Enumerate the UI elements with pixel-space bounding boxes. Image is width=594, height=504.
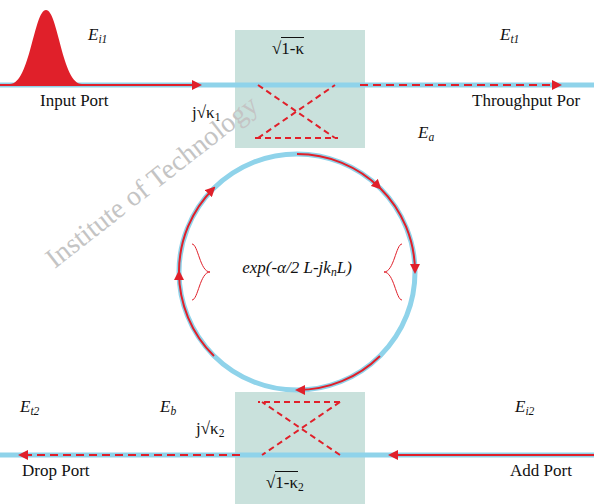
coupling-path: [258, 401, 340, 403]
port-label: Input Port: [40, 92, 108, 111]
port-label: Throughput Por: [472, 92, 580, 111]
input-pulse: [10, 10, 82, 84]
ring-waveguide: [179, 154, 415, 390]
port-label: Add Port: [510, 462, 572, 481]
field-label: Ei2: [515, 398, 534, 419]
coupling-path: [255, 137, 338, 139]
signal-arrow: [360, 84, 560, 86]
coefficient-label: √1-κ2: [266, 474, 304, 495]
coupling-cross: [258, 85, 335, 138]
signal-arrow: [0, 84, 200, 86]
ring-pulse: [192, 244, 210, 300]
field-label: Ei1: [88, 26, 107, 47]
bus-waveguide: [0, 453, 594, 458]
ring-signal: [380, 188, 415, 272]
field-label: Et2: [20, 398, 39, 419]
signal-arrow: [20, 454, 240, 456]
field-label: Et1: [500, 26, 519, 47]
ring-signal: [297, 356, 380, 390]
coefficient-label: j√κ2: [196, 420, 224, 441]
bus-waveguide: [0, 83, 594, 88]
ring-node: exp(-α/2 L-jknL): [179, 154, 415, 390]
coupling-cross: [262, 402, 340, 455]
coupler-region: [235, 30, 365, 148]
field-label: Eb: [160, 398, 176, 419]
field-label: Ea: [418, 124, 434, 145]
ring-signal: [179, 188, 214, 272]
coefficient-label: √1-κ: [272, 40, 304, 59]
propagation-term: exp(-α/2 L-jknL): [242, 259, 352, 280]
signal-arrow: [390, 454, 594, 456]
ring-signal: [179, 272, 214, 356]
port-label: Drop Port: [22, 462, 90, 481]
ring-pulse: [384, 244, 402, 300]
coupling-cross: [262, 402, 340, 455]
coefficient-label: j√κ1: [192, 104, 220, 125]
watermark: Institute of Technology: [40, 90, 264, 275]
coupling-cross: [258, 85, 335, 138]
coupler-region: [235, 392, 365, 504]
ring-signal: [297, 154, 380, 188]
